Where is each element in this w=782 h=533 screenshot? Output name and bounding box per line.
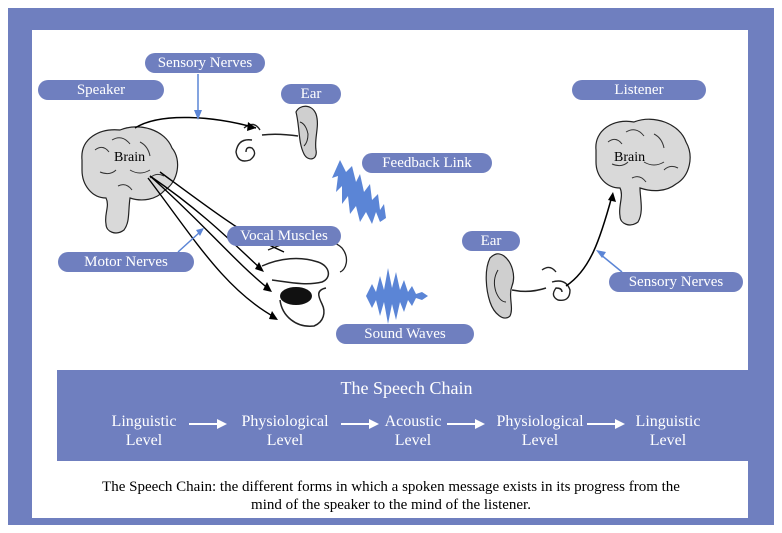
level-name: Acoustic [379,412,447,431]
level-word: Level [485,431,595,450]
level-word: Level [99,431,189,450]
level-name: Physiological [229,412,341,431]
chain-arrow-icon [189,418,227,430]
vocal-tract-icon [262,239,346,326]
speech-chain-title: The Speech Chain [57,378,756,399]
level-name: Linguistic [99,412,189,431]
caption-line-2: mind of the speaker to the mind of the l… [38,496,744,514]
level-word: Level [229,431,341,450]
label-vocal-muscles: Vocal Muscles [227,226,341,246]
chain-arrow-icon [447,418,485,430]
sensory-pointer-right [600,254,622,272]
speaker-ear-icon [236,106,317,161]
chain-arrow-icon [341,418,379,430]
label-sound-waves: Sound Waves [336,324,474,344]
speech-chain-band: The Speech Chain Linguistic Level Physio… [57,370,756,461]
level-physiological-2: Physiological Level [485,412,595,450]
caption-line-1: The Speech Chain: the different forms in… [38,478,744,496]
listener-brain-label: Brain [614,150,645,165]
speaker-brain-label: Brain [114,150,145,165]
label-sensory-nerves-right: Sensory Nerves [609,272,743,292]
sound-wave-icon [366,268,428,324]
speaker-brain-icon [82,127,178,233]
level-word: Level [379,431,447,450]
level-name: Physiological [485,412,595,431]
chain-arrow-icon [587,418,625,430]
label-ear-right: Ear [462,231,520,251]
label-sensory-nerves-top: Sensory Nerves [145,53,265,73]
listener-nerve-path [566,196,612,286]
label-motor-nerves: Motor Nerves [58,252,194,272]
level-name: Linguistic [623,412,713,431]
listener-ear-icon [486,254,570,318]
feedback-nerve-path [135,117,256,128]
level-word: Level [623,431,713,450]
label-listener: Listener [572,80,706,100]
level-physiological-1: Physiological Level [229,412,341,450]
figure-caption: The Speech Chain: the different forms in… [38,478,744,514]
label-ear-top: Ear [281,84,341,104]
motor-pointer [178,232,200,252]
label-speaker: Speaker [38,80,164,100]
level-linguistic-2: Linguistic Level [623,412,713,450]
label-feedback-link: Feedback Link [362,153,492,173]
listener-brain-icon [596,119,690,225]
level-linguistic-1: Linguistic Level [99,412,189,450]
level-acoustic: Acoustic Level [379,412,447,450]
motor-nerve-path-3 [148,178,276,318]
